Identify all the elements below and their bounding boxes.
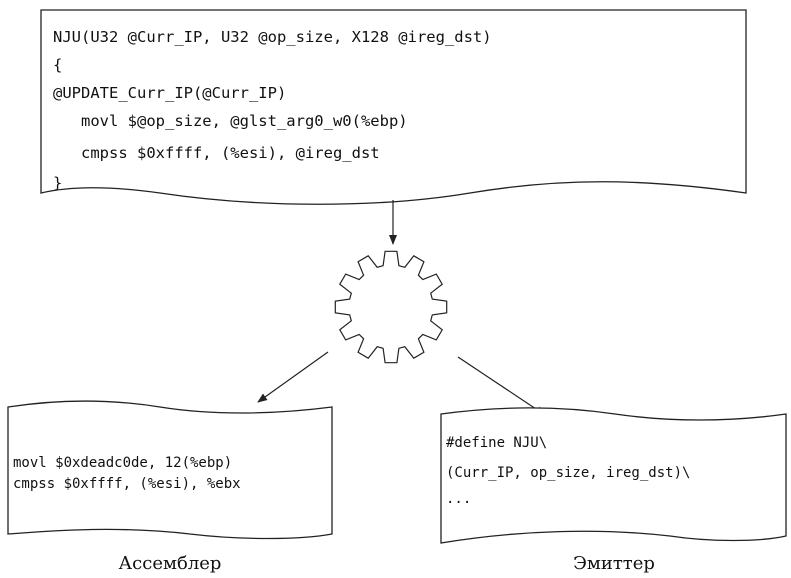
assembler-caption: Ассемблер (119, 553, 222, 574)
emitter-line: #define NJU\ (446, 435, 547, 451)
source-template-document: NJU(U32 @Curr_IP, U32 @op_size, X128 @ir… (40, 9, 747, 205)
arrow-gear-to-assembler (257, 351, 329, 403)
emitter-line: (Curr_IP, op_size, ireg_dst)\ (446, 465, 690, 481)
template-line: } (53, 174, 62, 192)
emitter-document-shape (440, 407, 787, 544)
emitter-line: ... (446, 491, 471, 507)
emitter-document: #define NJU\ (Curr_IP, op_size, ireg_dst… (440, 407, 787, 544)
arrow-gear-to-emitter (457, 356, 546, 416)
template-line: cmpss $0xffff, (%esi), @ireg_dst (53, 144, 380, 162)
assembler-line: cmpss $0xffff, (%esi), %ebx (13, 476, 241, 492)
assembler-line: movl $0xdeadc0de, 12(%ebp) (13, 455, 232, 471)
template-line: NJU(U32 @Curr_IP, U32 @op_size, X128 @ir… (53, 28, 492, 46)
template-line: movl $@op_size, @glst_arg0_w0(%ebp) (53, 112, 408, 130)
template-line: { (53, 56, 62, 74)
source-template-shape (40, 9, 747, 205)
template-line: @UPDATE_Curr_IP(@Curr_IP) (53, 84, 286, 102)
assembler-document-shape (7, 400, 333, 540)
emitter-caption: Эмиттер (573, 553, 655, 574)
assembler-document: movl $0xdeadc0de, 12(%ebp) cmpss $0xffff… (7, 400, 333, 540)
gear-icon (334, 250, 448, 364)
